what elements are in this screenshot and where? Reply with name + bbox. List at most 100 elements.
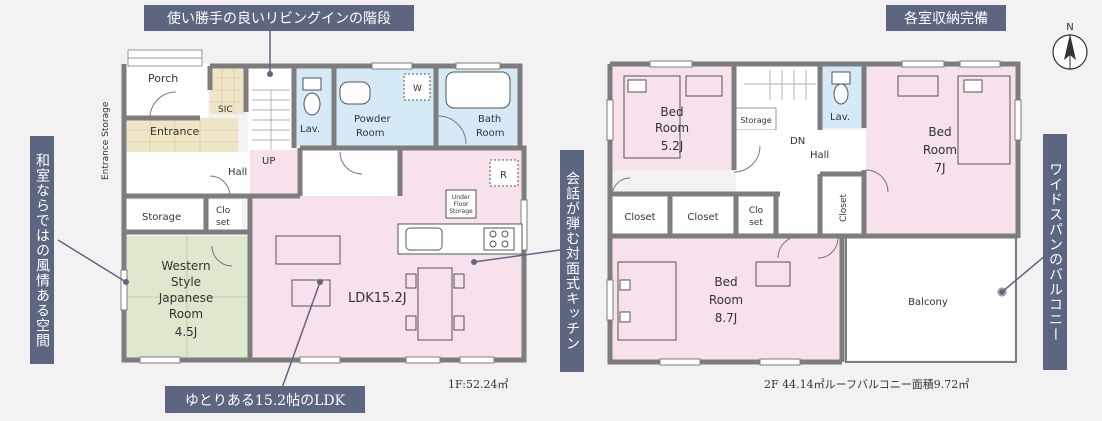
closet-d-label: Closet xyxy=(839,193,849,222)
fridge-icon xyxy=(489,159,519,187)
wash-basin-icon xyxy=(339,81,371,105)
sic-grid xyxy=(210,66,246,114)
toilet-1f-icon xyxy=(303,92,321,116)
japanese-room-label-5: 4.5J xyxy=(175,325,198,339)
japanese-room-label-4: Room xyxy=(169,307,203,321)
bed-room-3-label-2: Room xyxy=(709,293,743,307)
tatami-lines xyxy=(126,236,248,358)
bed-3-pillow-a xyxy=(619,279,631,291)
storage-1f-area xyxy=(124,200,206,230)
entrance-storage-label: Entrance Storage xyxy=(101,101,111,180)
dn-label: DN xyxy=(790,136,805,147)
bed-room-1-label-2: Room xyxy=(655,121,689,135)
underfloor-label-3: Storage xyxy=(449,208,473,215)
kitchen-callout: 会話が弾む対面式キッチン xyxy=(560,150,584,372)
closet-c-area xyxy=(738,196,774,234)
compass-label: N xyxy=(1066,22,1073,33)
bed-room-2-label-1: Bed xyxy=(928,125,951,139)
japanese-callout: 和室ならではの風情ある空間 xyxy=(30,136,54,364)
closet-b-area xyxy=(672,196,734,234)
stairs-callout: 使い勝手の良いリビングインの階段 xyxy=(144,5,414,31)
balcony-area xyxy=(846,238,1014,360)
floor-1-plan: Porch Entrance Entrance Storage SIC Hall… xyxy=(101,49,528,364)
balcony-label: Balcony xyxy=(908,297,948,308)
closet-1f-label-1: Clo xyxy=(216,206,231,216)
japanese-room-label-2: Style xyxy=(171,275,201,289)
ldk-label: LDK15.2J xyxy=(348,291,407,306)
desk-2-icon xyxy=(897,75,939,97)
washer-label: W xyxy=(413,84,422,94)
stair-1f-steps xyxy=(252,89,290,150)
desk-1-icon xyxy=(685,75,723,97)
balcony-rail xyxy=(845,235,1017,363)
underfloor-label-2: Floor xyxy=(454,201,469,208)
stove-icon xyxy=(483,227,515,251)
closet-c-label-2: set xyxy=(749,218,763,228)
bed-3-pillow-b xyxy=(619,311,631,323)
bathtub-icon xyxy=(445,71,511,109)
entrance-label: Entrance xyxy=(150,125,200,138)
kitchen-sink-icon xyxy=(405,227,443,251)
bed-room-3-label-3: 8.7J xyxy=(715,311,738,325)
powder-room-label-2: Room xyxy=(356,128,384,139)
bed-room-2-label-2: Room xyxy=(923,143,957,157)
floor-1-window-marks xyxy=(120,62,528,364)
compass-icon: N xyxy=(1052,22,1088,70)
ldk-callout: ゆとりある15.2帖のLDK xyxy=(165,386,365,413)
bath-room-label-1: Bath xyxy=(478,114,501,125)
floor-1-walls xyxy=(121,63,527,363)
coffee-table-icon xyxy=(291,279,331,307)
japanese-room-label-1: Western xyxy=(161,259,210,273)
floor-1-area-label: 1F:52.24㎡ xyxy=(448,378,509,391)
toilet-tank-2f-icon xyxy=(831,71,851,85)
floor-2-window-marks xyxy=(606,60,1022,366)
closet-c-label-1: Clo xyxy=(749,206,764,216)
dining-table-icon xyxy=(417,267,453,341)
porch-area xyxy=(124,64,208,118)
closet-b-label: Closet xyxy=(687,212,718,223)
toilet-tank-1f-icon xyxy=(302,77,322,91)
floor-1-labels: Porch Entrance Entrance Storage SIC Hall… xyxy=(101,72,507,339)
bed-room-1-label-3: 5.2J xyxy=(661,139,684,153)
lav-2f-label: Lav. xyxy=(830,112,850,123)
storage-callout: 各室収納完備 xyxy=(886,5,1006,31)
bed-1-pillow xyxy=(627,79,647,93)
underfloor-label-1: Under xyxy=(452,194,471,201)
stair-2f-steps xyxy=(744,70,816,100)
entrance-grid xyxy=(126,118,238,152)
floor-1-doors xyxy=(149,91,467,267)
closet-d-area xyxy=(822,176,862,232)
floor-2-plan: Bed Room 5.2J Bed Room 7J Bed Room 8.7J … xyxy=(606,60,1022,366)
closet-a-area xyxy=(612,196,668,234)
closet-1f-area xyxy=(208,200,242,230)
bed-3-icon xyxy=(617,261,677,341)
bed-2-pillow xyxy=(963,79,983,93)
bed-room-2-label-3: 7J xyxy=(934,161,945,175)
closet-1f-label-2: set xyxy=(216,218,230,228)
lav-1f-label: Lav. xyxy=(300,124,320,135)
bath-room-label-2: Room xyxy=(476,128,504,139)
porch-label: Porch xyxy=(148,72,178,85)
bed-room-3-label-1: Bed xyxy=(714,275,737,289)
washer-icon xyxy=(403,73,431,101)
callout-dots xyxy=(123,71,1005,295)
sofa-icon xyxy=(275,235,341,265)
dining-chairs xyxy=(405,273,465,331)
fridge-label: R xyxy=(500,170,507,181)
floor-2-labels: Bed Room 5.2J Bed Room 7J Bed Room 8.7J … xyxy=(624,105,957,325)
balcony-callout: ワイドスパンのバルコニー xyxy=(1043,134,1067,370)
hall-2f-label: Hall xyxy=(810,150,829,161)
underfloor-storage-box xyxy=(445,189,477,219)
closet-a-label: Closet xyxy=(624,212,655,223)
callout-leaders xyxy=(57,30,1053,389)
entrance-area xyxy=(126,118,238,152)
hall-1f-label: Hall xyxy=(228,167,247,178)
ldk-upper-notch xyxy=(302,150,402,196)
storage-1f-label: Storage xyxy=(142,212,181,223)
storage-2f-label: Storage xyxy=(740,116,771,125)
bed-room-1-label-1: Bed xyxy=(660,105,683,119)
japanese-room-label-3: Japanese xyxy=(158,291,214,305)
floor-2-area-label: 2F 44.14㎡ルーフバルコニー面積9.72㎡ xyxy=(764,378,970,391)
